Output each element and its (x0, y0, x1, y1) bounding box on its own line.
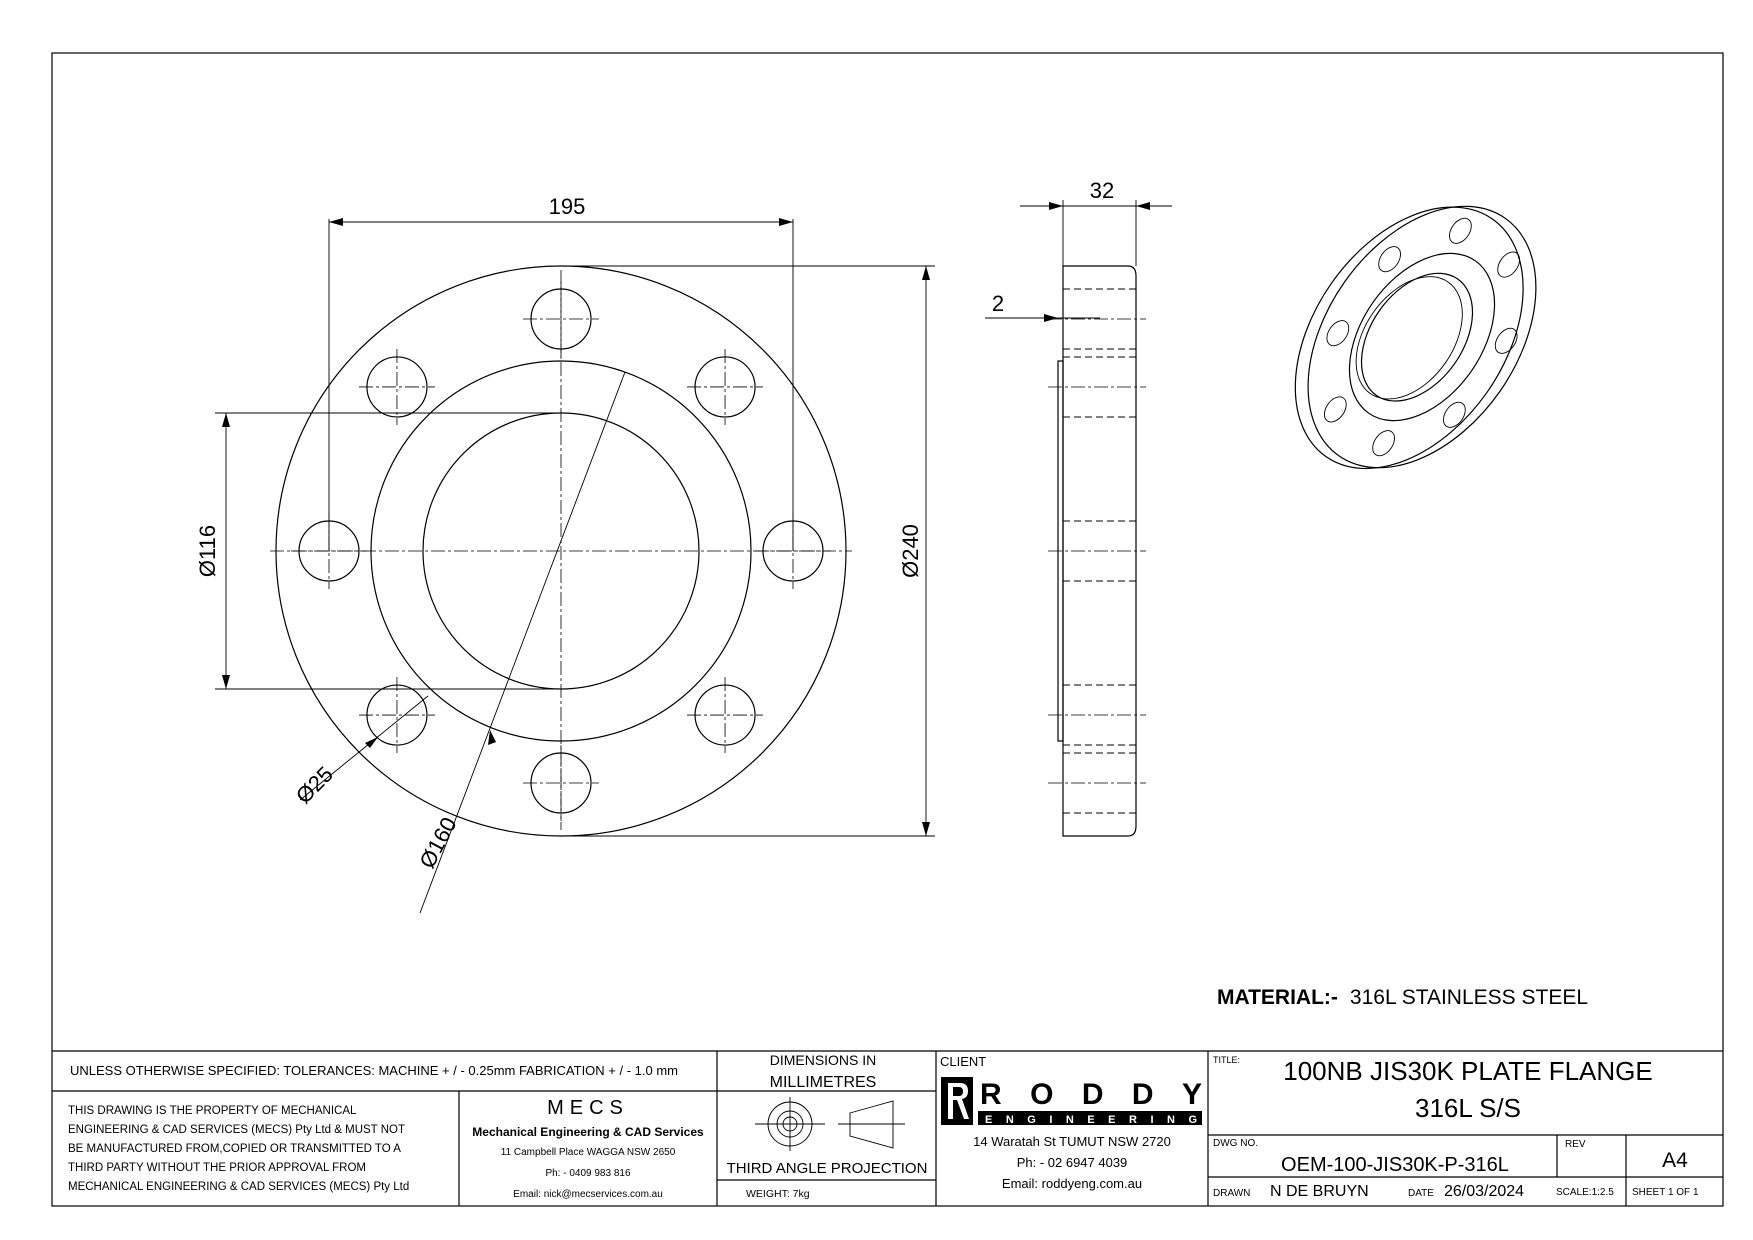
dim-32: 32 (1090, 178, 1114, 203)
client-label: CLIENT (940, 1054, 986, 1069)
drawn-by: N DE BRUYN (1270, 1183, 1369, 1200)
drawing-subtitle: 316L S/S (1415, 1093, 1521, 1123)
dim-116: Ø116 (195, 525, 220, 577)
svg-text:DATE: DATE (1408, 1188, 1434, 1199)
side-view: 32 2 (985, 178, 1172, 837)
svg-text:THIRD PARTY WITHOUT THE PRIOR: THIRD PARTY WITHOUT THE PRIOR APPROVAL F… (68, 1162, 366, 1174)
svg-text:ENGINEERING & CAD SERVICES (ME: ENGINEERING & CAD SERVICES (MECS) Pty Lt… (68, 1124, 405, 1136)
title-block: UNLESS OTHERWISE SPECIFIED: TOLERANCES: … (52, 1050, 1723, 1206)
mecs-logo: MECS (547, 1097, 629, 1119)
units-label-2: MILLIMETRES (770, 1074, 877, 1091)
mecs-name: Mechanical Engineering & CAD Services (472, 1125, 704, 1139)
dim-240: Ø240 (898, 524, 923, 578)
dim-arrows (365, 737, 378, 748)
weight-label: WEIGHT: 7kg (746, 1188, 810, 1200)
svg-text:RODDY: RODDY (980, 1078, 1202, 1111)
projection-label: THIRD ANGLE PROJECTION (727, 1160, 928, 1177)
svg-text:11 Campbell Place WAGGA NSW 26: 11 Campbell Place WAGGA NSW 2650 (501, 1147, 676, 1158)
roddy-logo: RODDY ENGINEERING (941, 1077, 1202, 1126)
property-notice: THIS DRAWING IS THE PROPERTY OF MECHANIC… (68, 1105, 409, 1193)
material-note: MATERIAL:-316L STAINLESS STEEL (1217, 986, 1588, 1009)
svg-text:Ph: - 02 6947 4039: Ph: - 02 6947 4039 (1017, 1155, 1128, 1170)
roddy-logo-r-glyph-icon (948, 1083, 969, 1119)
dim-arrows (488, 730, 496, 745)
dim-arrows (1044, 314, 1058, 322)
iso-bolt-hole (1372, 430, 1395, 457)
third-angle-symbol-icon (755, 1097, 905, 1151)
sheet-border (51, 52, 1724, 1207)
sheet-size: A4 (1662, 1149, 1688, 1172)
iso-bolt-hole (1497, 251, 1521, 278)
iso-bolt-hole (1443, 401, 1466, 428)
svg-text:REV: REV (1565, 1139, 1586, 1150)
svg-text:BE MANUFACTURED FROM,COPIED OR: BE MANUFACTURED FROM,COPIED OR TRANSMITT… (68, 1143, 401, 1155)
iso-bolt-hole (1494, 327, 1518, 354)
sheet-number: SHEET 1 OF 1 (1632, 1187, 1699, 1198)
tolerances-note: UNLESS OTHERWISE SPECIFIED: TOLERANCES: … (70, 1063, 678, 1078)
svg-text:THIS DRAWING IS THE PROPERTY O: THIS DRAWING IS THE PROPERTY OF MECHANIC… (68, 1105, 357, 1117)
svg-text:14 Waratah St TUMUT NSW 2720: 14 Waratah St TUMUT NSW 2720 (973, 1134, 1171, 1149)
scale: SCALE:1:2.5 (1556, 1187, 1614, 1198)
iso-bolt-hole (1323, 396, 1347, 423)
units-label-1: DIMENSIONS IN (770, 1052, 877, 1068)
svg-text:MECHANICAL ENGINEERING & CAD S: MECHANICAL ENGINEERING & CAD SERVICES (M… (68, 1181, 409, 1193)
drawing-number: OEM-100-JIS30K-P-316L (1281, 1154, 1509, 1176)
date: 26/03/2024 (1444, 1183, 1524, 1200)
dim-25: Ø25 (291, 761, 338, 808)
iso-bolt-hole (1378, 246, 1401, 273)
dim-160: Ø160 (414, 813, 461, 872)
svg-text:TITLE:: TITLE: (1213, 1055, 1240, 1065)
svg-text:DWG NO.: DWG NO. (1213, 1138, 1258, 1149)
front-view: 195 Ø116 Ø240 Ø160 Ø25 (195, 194, 935, 914)
isometric-view (1294, 205, 1537, 470)
iso-bolt-hole (1449, 217, 1472, 244)
iso-bolt-hole (1326, 320, 1350, 347)
svg-text:Email: nick@mecservices.com.au: Email: nick@mecservices.com.au (513, 1189, 663, 1200)
bolt-holes (291, 281, 831, 821)
svg-text:Email: roddyeng.com.au: Email: roddyeng.com.au (1002, 1176, 1142, 1191)
drawing-title: 100NB JIS30K PLATE FLANGE (1283, 1056, 1652, 1086)
svg-text:DRAWN: DRAWN (1213, 1188, 1250, 1199)
svg-text:Ph: - 0409 983 816: Ph: - 0409 983 816 (545, 1168, 631, 1179)
dim-2: 2 (992, 291, 1004, 316)
dim-195: 195 (549, 194, 586, 219)
